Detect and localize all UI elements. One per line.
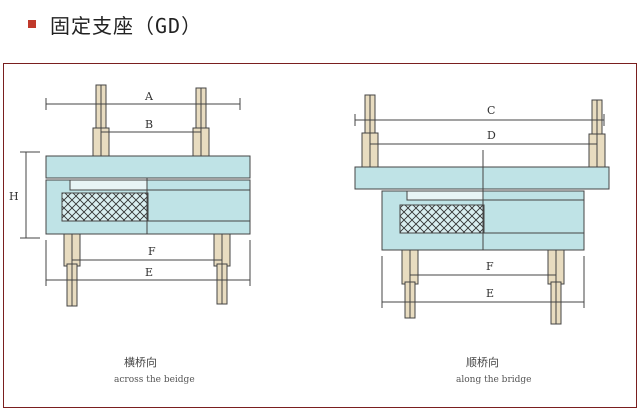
right-caption-en: along the bridge <box>456 375 531 385</box>
left-caption-en: across the beidge <box>114 375 195 385</box>
left-top-plate <box>45 155 251 179</box>
right-caption-cn: 顺桥向 <box>466 355 499 369</box>
page-title: 固定支座（GD） <box>50 13 203 38</box>
right-top-bolt-1 <box>361 94 379 168</box>
left-rubber-pad <box>61 192 149 222</box>
left-bottom-bolt-1 <box>63 233 81 307</box>
left-bottom-bolt-2 <box>213 233 231 305</box>
left-label-f: F <box>148 245 156 258</box>
left-top-bolt-2 <box>192 87 210 157</box>
right-label-c: C <box>487 104 495 117</box>
left-caption-cn: 横桥向 <box>124 355 157 369</box>
left-top-bolt-1 <box>92 84 110 157</box>
right-label-d: D <box>487 129 496 142</box>
left-view <box>20 84 251 307</box>
right-label-f: F <box>486 260 494 273</box>
title-row: 固定支座（GD） <box>28 10 202 38</box>
right-top-bolt-2 <box>588 99 606 168</box>
right-top-plate <box>354 166 610 190</box>
left-label-a: A <box>144 90 154 103</box>
right-bottom-bolt-2 <box>547 249 565 325</box>
left-label-b: B <box>145 118 153 131</box>
right-bottom-bolt-1 <box>401 249 419 319</box>
bullet-icon <box>28 20 36 28</box>
left-label-h: H <box>9 190 19 203</box>
right-rubber-pad <box>399 204 485 234</box>
right-view <box>354 94 610 325</box>
right-label-e: E <box>486 287 494 300</box>
left-label-e: E <box>145 266 153 279</box>
